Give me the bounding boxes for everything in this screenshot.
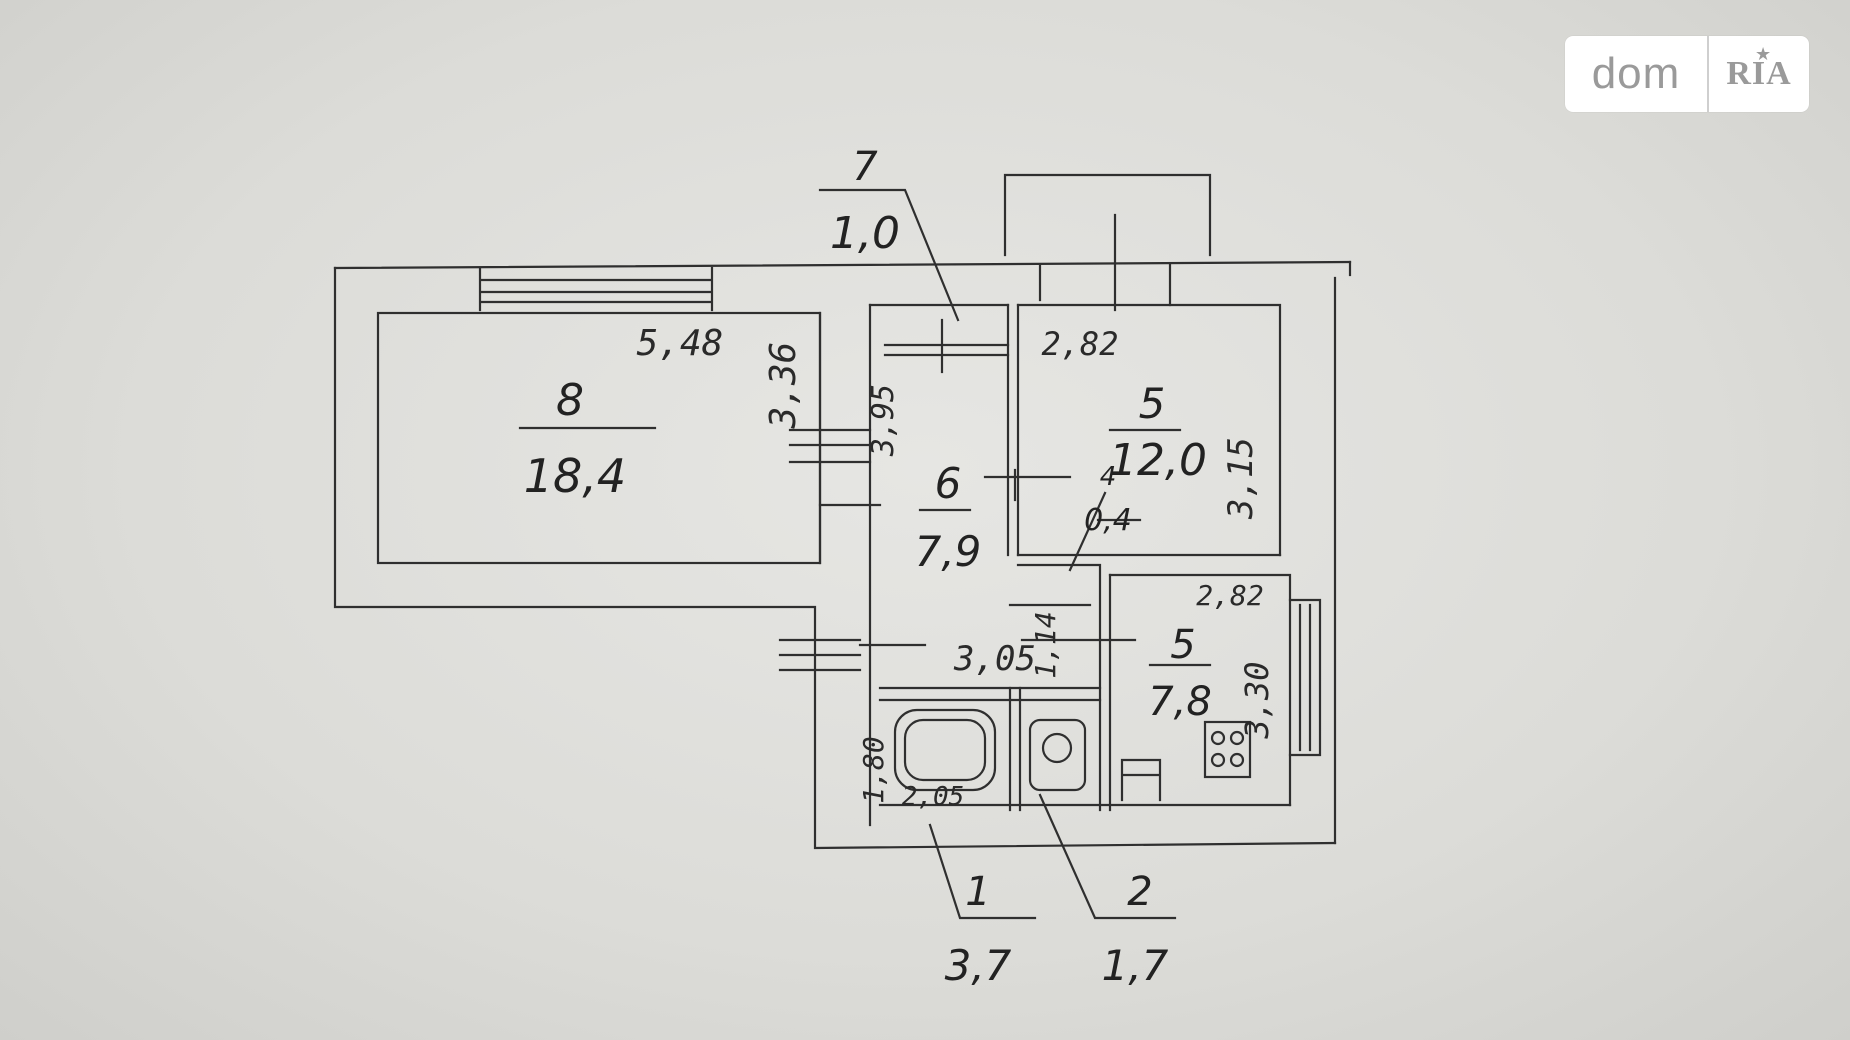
logo-ria-text: ★ RIA [1709, 36, 1809, 112]
star-icon: ★ [1755, 44, 1773, 65]
dim-3-05: 3,05 [953, 639, 1036, 679]
room-5-lower-number: 5 [1170, 622, 1195, 668]
logo-ria-label: RIA [1726, 55, 1792, 92]
room-6-area: 7,9 [915, 527, 982, 576]
logo-dom-text: dom [1591, 49, 1681, 98]
dim-3-15: 3,15 [1221, 437, 1261, 520]
room-2-area: 1,7 [1102, 941, 1169, 990]
room-5-lower-area: 7,8 [1148, 679, 1212, 725]
dim-2-05: 2,05 [902, 782, 965, 812]
dim-3-95: 3,95 [866, 384, 901, 457]
dim-3-30: 3,30 [1238, 661, 1276, 739]
room-4-area: 0,4 [1084, 503, 1132, 538]
dim-1-14: 1,14 [1029, 611, 1062, 678]
dim-5-48: 5,48 [637, 323, 724, 364]
room-8-outline [376, 311, 822, 565]
room-4-number: 4 [1100, 462, 1117, 492]
room-2-number: 2 [1127, 869, 1152, 915]
room-5-upper-number: 5 [1139, 379, 1166, 428]
room-1-number: 1 [965, 869, 990, 915]
domria-logo: dom ★ RIA [1565, 36, 1809, 112]
dim-1-80: 1,80 [857, 736, 890, 803]
logo-divider [1707, 36, 1709, 112]
room-1-area: 3,7 [945, 941, 1012, 990]
room-6-number: 6 [935, 459, 962, 508]
dim-2-82-lower: 2,82 [1196, 579, 1263, 612]
dim-3-36: 3,36 [763, 342, 804, 430]
outer-wall-left [333, 260, 1352, 270]
room-7-number: 7 [852, 144, 878, 190]
room-8-area: 18,4 [524, 449, 626, 503]
room-5-upper-area: 12,0 [1109, 435, 1207, 486]
dim-2-82-upper: 2,82 [1041, 325, 1118, 363]
room-7-area: 1,0 [830, 208, 900, 259]
room-8-number: 8 [556, 375, 584, 426]
